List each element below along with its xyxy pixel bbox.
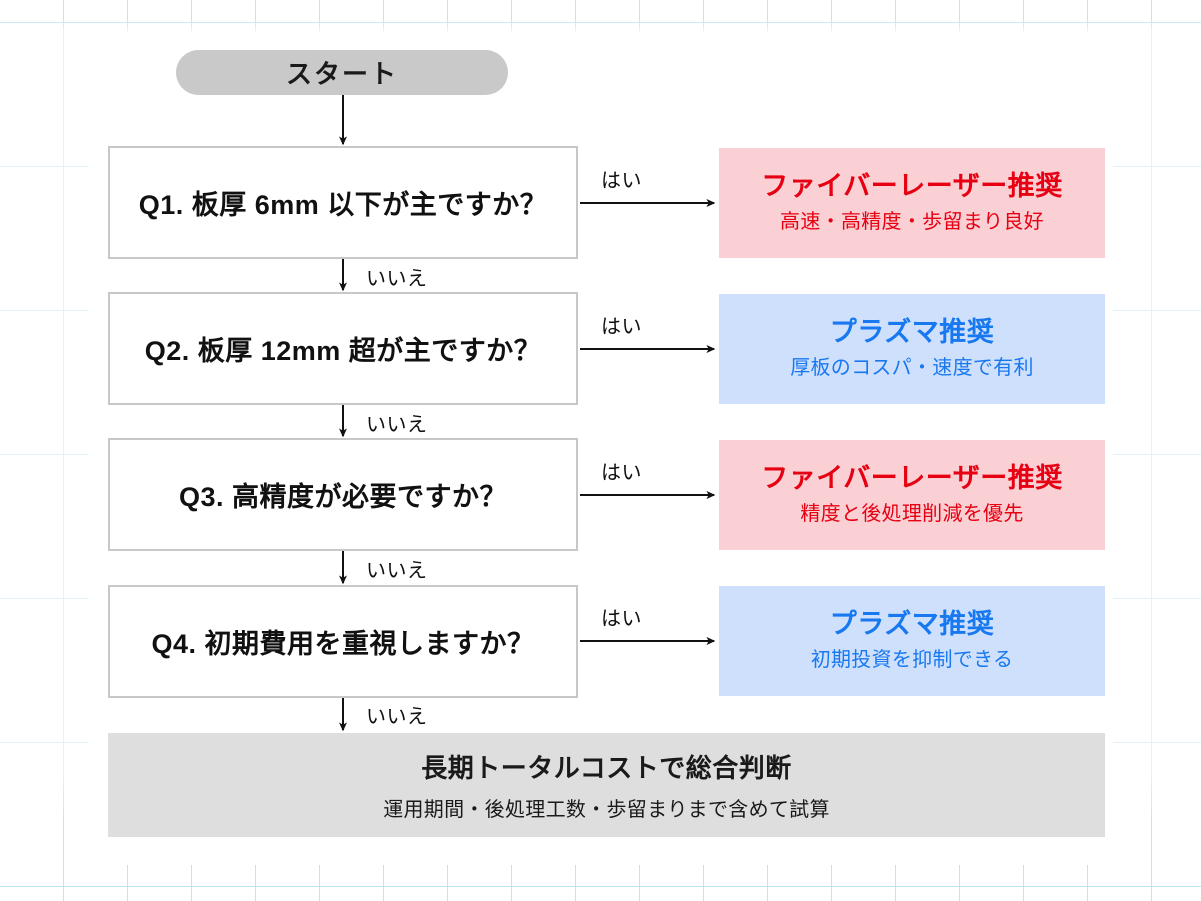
- result-box-r3-title: ファイバーレーザー推奨: [761, 463, 1063, 494]
- start-node[interactable]: スタート: [176, 50, 508, 95]
- edge-label-no-q1: いいえ: [366, 268, 428, 290]
- start-node-label: スタート: [285, 59, 398, 89]
- final-summary-title: 長期トータルコストで総合判断: [421, 753, 792, 783]
- edge-label-yes-q1: はい: [601, 170, 642, 192]
- result-box-r1-subtitle: 高速・高精度・歩留まり良好: [780, 210, 1044, 233]
- edge-label-no-q4: いいえ: [366, 706, 428, 728]
- edge-label-no-q2: いいえ: [366, 414, 428, 436]
- result-box-r4[interactable]: プラズマ推奨 初期投資を抑制できる: [719, 586, 1105, 696]
- edge-label-yes-q4: はい: [601, 608, 642, 630]
- question-box-q4[interactable]: Q4. 初期費用を重視しますか？: [108, 585, 578, 698]
- question-box-q3[interactable]: Q3. 高精度が必要ですか？: [108, 438, 578, 551]
- question-box-q3-label: Q3. 高精度が必要ですか？: [178, 482, 508, 512]
- result-box-r1[interactable]: ファイバーレーザー推奨 高速・高精度・歩留まり良好: [719, 148, 1105, 258]
- final-summary-box[interactable]: 長期トータルコストで総合判断 運用期間・後処理工数・歩留まりまで含めて試算: [108, 733, 1105, 837]
- result-box-r4-title: プラズマ推奨: [829, 609, 995, 640]
- question-box-q4-label: Q4. 初期費用を重視しますか？: [151, 629, 535, 659]
- result-box-r4-subtitle: 初期投資を抑制できる: [810, 648, 1014, 671]
- final-summary-subtitle: 運用期間・後処理工数・歩留まりまで含めて試算: [383, 799, 830, 821]
- result-box-r2[interactable]: プラズマ推奨 厚板のコスパ・速度で有利: [719, 294, 1105, 404]
- question-box-q2-label: Q2. 板厚 12mm 超が主ですか？: [144, 336, 542, 366]
- question-box-q2[interactable]: Q2. 板厚 12mm 超が主ですか？: [108, 292, 578, 405]
- result-box-r1-title: ファイバーレーザー推奨: [761, 171, 1063, 202]
- result-box-r2-title: プラズマ推奨: [829, 317, 995, 348]
- result-box-r2-subtitle: 厚板のコスパ・速度で有利: [790, 356, 1034, 379]
- question-box-q1-label: Q1. 板厚 6mm 以下が主ですか？: [138, 190, 548, 220]
- question-box-q1[interactable]: Q1. 板厚 6mm 以下が主ですか？: [108, 146, 578, 259]
- edge-label-yes-q2: はい: [601, 316, 642, 338]
- result-box-r3-subtitle: 精度と後処理削減を優先: [800, 502, 1024, 525]
- edge-label-yes-q3: はい: [601, 462, 642, 484]
- result-box-r3[interactable]: ファイバーレーザー推奨 精度と後処理削減を優先: [719, 440, 1105, 550]
- edge-label-no-q3: いいえ: [366, 560, 428, 582]
